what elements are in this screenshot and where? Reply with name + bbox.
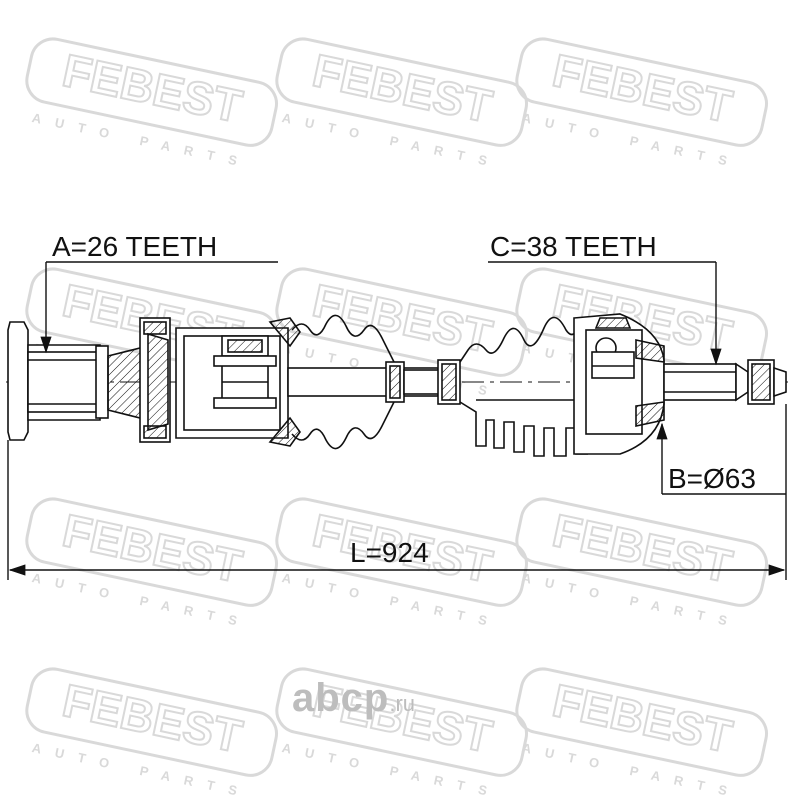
watermark-brand: FEBEST	[548, 674, 736, 763]
shaft	[287, 359, 461, 405]
abcp-site-name: abcp	[292, 676, 390, 720]
intermediate-bearing	[139, 317, 171, 443]
watermark-brand: FEBEST	[58, 504, 246, 593]
watermark-brand: FEBEST	[548, 44, 736, 133]
label-l-length: L=924	[350, 537, 429, 568]
label-c-teeth: C=38 TEETH	[490, 231, 657, 262]
inner-flange	[7, 321, 149, 441]
abcp-site-tld: .ru	[389, 691, 416, 716]
label-b-diameter: B=Ø63	[668, 463, 756, 494]
outer-cv-joint	[573, 313, 665, 455]
watermark-brand: FEBEST	[548, 504, 736, 593]
inner-cv-joint	[175, 317, 301, 447]
dimensions	[7, 261, 787, 580]
label-a-teeth: A=26 TEETH	[52, 231, 217, 262]
inner-boot	[291, 314, 395, 450]
watermark-brand: FEBEST	[308, 44, 496, 133]
watermark-brand: FEBEST	[58, 44, 246, 133]
watermark-brand: FEBEST	[58, 674, 246, 763]
drive-shaft	[6, 313, 790, 457]
abcp-watermark: abcp.ru	[292, 676, 415, 721]
outer-boot	[459, 316, 588, 457]
outer-stub-spline	[663, 359, 787, 405]
